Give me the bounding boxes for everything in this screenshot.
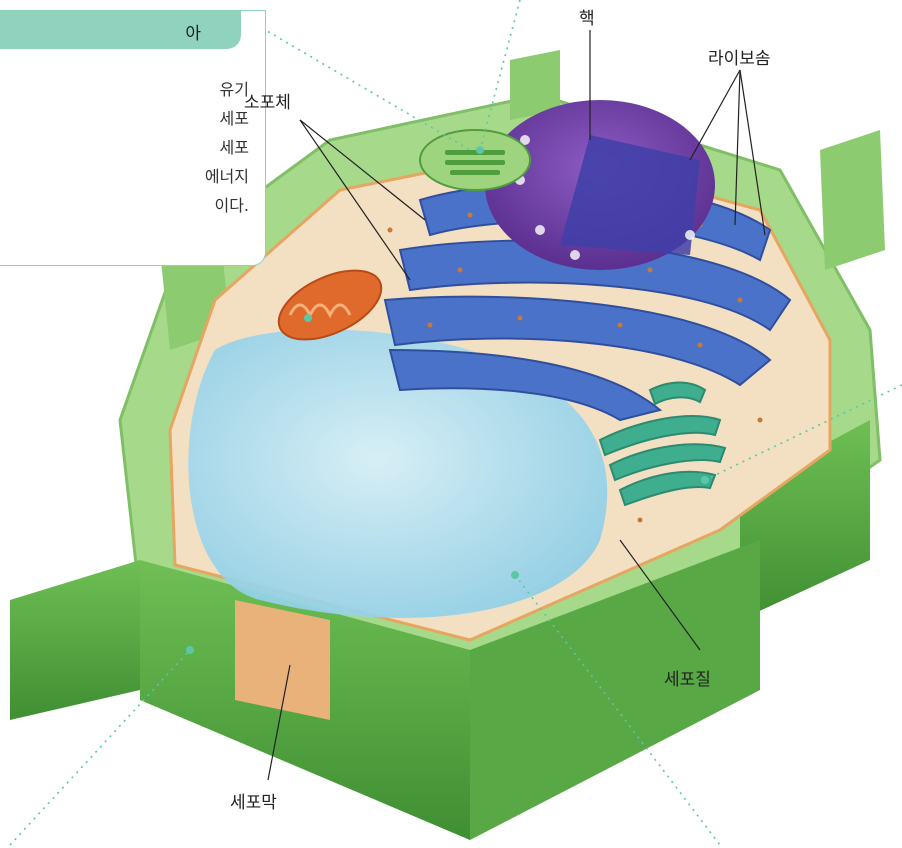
info-line: 에너지 <box>205 162 249 191</box>
label-nucleus: 핵 <box>579 4 595 29</box>
info-line: 세포 <box>205 133 249 162</box>
label-membrane: 세포막 <box>230 788 277 813</box>
info-line: 이다. <box>205 191 249 220</box>
label-ribosome: 라이보솜 <box>708 44 771 69</box>
info-box-header: 아 <box>0 11 241 49</box>
info-box: 아 유기 세포 세포 에너지 이다. <box>0 10 266 266</box>
info-box-title: 아 <box>185 19 201 44</box>
cell-wall-rib-left <box>10 560 140 720</box>
cell-wall-rib-top-right <box>820 130 885 270</box>
info-line: 유기 <box>205 75 249 104</box>
info-line: 세포 <box>205 104 249 133</box>
info-box-text: 유기 세포 세포 에너지 이다. <box>205 75 249 220</box>
label-vesicle: 소포체 <box>244 88 291 113</box>
chloroplast-grana <box>445 150 505 175</box>
label-cytoplasm: 세포질 <box>664 665 711 690</box>
